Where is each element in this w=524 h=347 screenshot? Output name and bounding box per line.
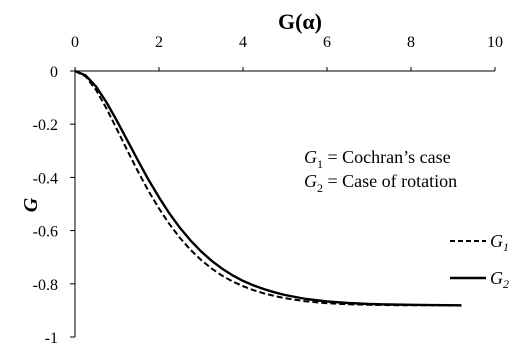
x-tick-label-1: 2 [155,34,163,51]
legend-g2-sub: 2 [503,277,509,291]
annotation-2-sub: 2 [317,181,323,195]
x-tick-label-0: 0 [71,34,79,51]
annotation-2-symbol: G [304,171,317,191]
x-tick-label-5: 10 [487,34,503,51]
annotation-1-text: = Cochran’s case [323,147,451,167]
y-tick-label-5: -1 [45,330,58,347]
annotation-2-text: = Case of rotation [323,171,457,191]
x-tick-label-4: 8 [407,34,415,51]
series-group [74,69,462,307]
legend-g1-symbol: G [490,231,503,251]
series-line-g2 [74,69,462,307]
series-line-g1 [74,70,462,307]
chart-title: G(α) [278,9,322,34]
y-tick-label-4: -0.8 [33,277,58,294]
x-ticks: 0 2 4 6 8 10 [71,34,503,71]
y-ticks: 0 -0.2 -0.4 -0.6 -0.8 -1 [33,64,75,347]
annotation-line-2: G2 = Case of rotation [304,171,457,195]
annotation-1-sub: 1 [317,157,323,171]
y-tick-label-3: -0.6 [33,224,58,241]
legend-g2-label: G2 [490,268,509,291]
y-tick-label-2: -0.4 [33,170,58,187]
x-tick-label-2: 4 [239,34,247,51]
legend-g1-label: G1 [490,231,509,254]
annotation-1-symbol: G [304,147,317,167]
legend-g2-symbol: G [490,268,503,288]
annotation-line-1: G1 = Cochran’s case [304,147,451,171]
legend-g1-sub: 1 [503,240,509,254]
legend: G1 G2 [450,231,509,291]
y-axis-label: G [20,197,42,212]
x-tick-label-3: 6 [323,34,331,51]
y-tick-label-1: -0.2 [33,117,58,134]
y-tick-label-0: 0 [50,64,58,81]
